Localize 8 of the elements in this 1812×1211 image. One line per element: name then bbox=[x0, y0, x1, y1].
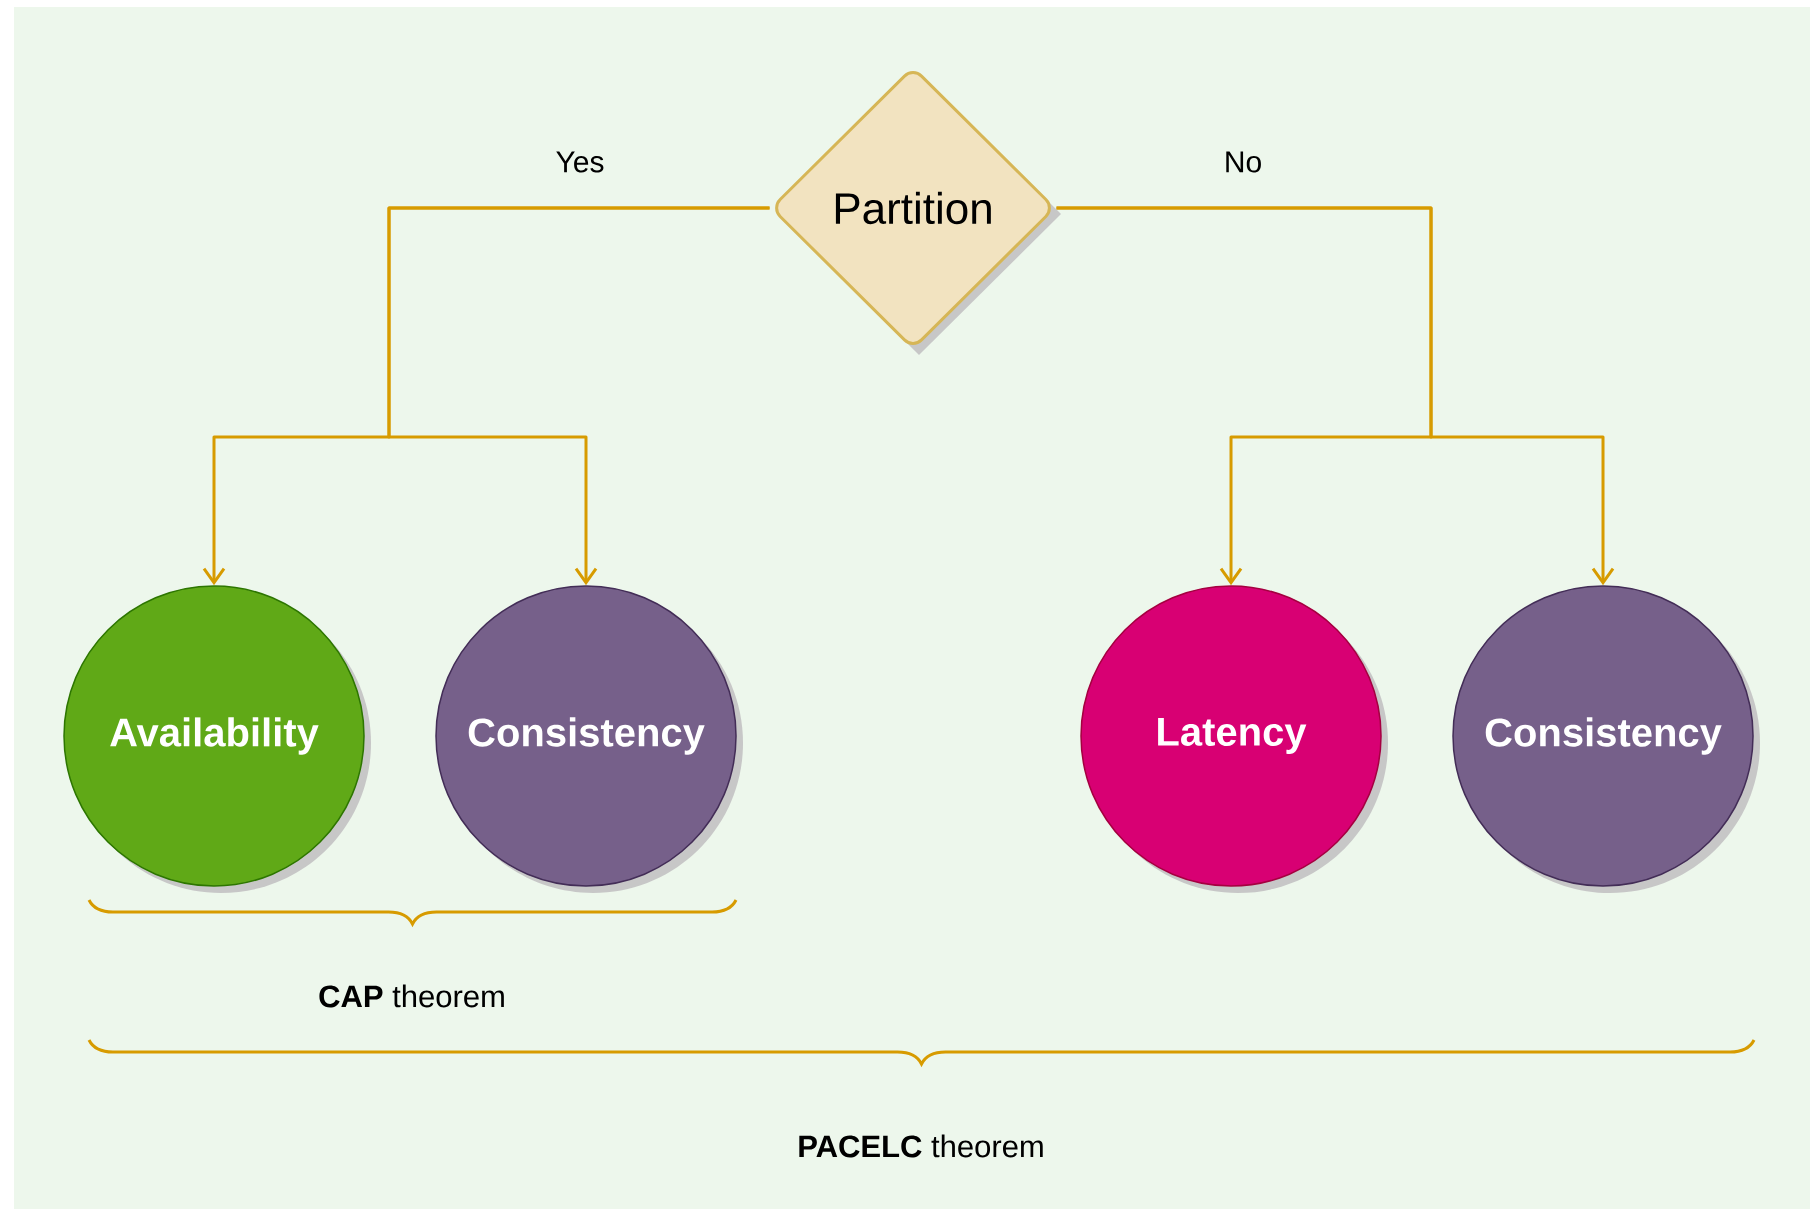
arrow bbox=[387, 206, 770, 586]
brace-label: PACELC theorem bbox=[799, 1134, 1043, 1158]
circle-node: Latency bbox=[1080, 585, 1388, 893]
arrow bbox=[1056, 206, 1615, 586]
circle-node: Consistency bbox=[435, 585, 743, 893]
circle-node: Availability bbox=[63, 585, 371, 893]
brace-label: CAP theorem bbox=[319, 984, 504, 1008]
circle-node: Consistency bbox=[1452, 585, 1760, 893]
